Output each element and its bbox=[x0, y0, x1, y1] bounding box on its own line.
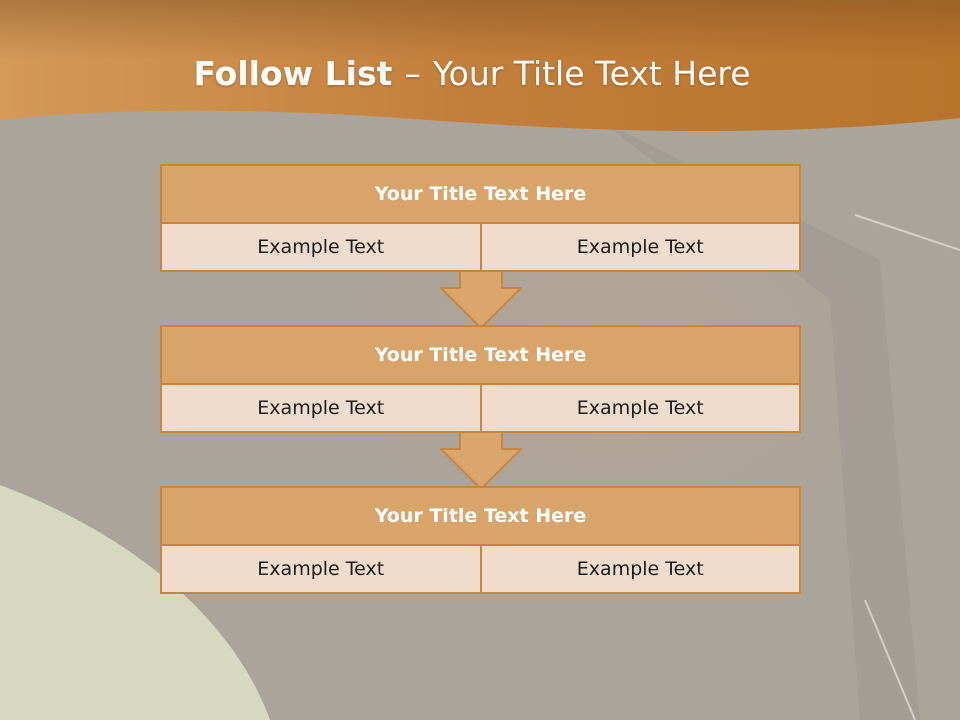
block-title: Your Title Text Here bbox=[162, 327, 799, 385]
block-row: Example Text Example Text bbox=[162, 385, 799, 431]
block-cell: Example Text bbox=[479, 546, 800, 592]
block-row: Example Text Example Text bbox=[162, 224, 799, 270]
block-cell: Example Text bbox=[257, 236, 385, 258]
down-arrow-icon bbox=[440, 431, 522, 490]
list-block: Your Title Text Here Example Text Exampl… bbox=[160, 486, 801, 594]
corner-accent-shape bbox=[0, 485, 270, 720]
slide-title-separator: – bbox=[404, 54, 421, 93]
block-cell: Example Text bbox=[257, 558, 385, 580]
list-block: Your Title Text Here Example Text Exampl… bbox=[160, 164, 801, 272]
down-arrow-icon bbox=[440, 270, 522, 329]
background-streak bbox=[854, 214, 960, 251]
block-title: Your Title Text Here bbox=[162, 166, 799, 224]
header-band-shade bbox=[0, 0, 960, 60]
slide-title-bold: Follow List bbox=[193, 54, 393, 93]
block-row: Example Text Example Text bbox=[162, 546, 799, 592]
slide-title-text: Your Title Text Here bbox=[432, 54, 751, 93]
background-shape bbox=[600, 120, 920, 720]
background-streak bbox=[864, 599, 916, 720]
block-cell: Example Text bbox=[479, 385, 800, 431]
block-title: Your Title Text Here bbox=[162, 488, 799, 546]
slide-title: Follow List–Your Title Text Here bbox=[0, 54, 944, 93]
list-block: Your Title Text Here Example Text Exampl… bbox=[160, 325, 801, 433]
block-cell: Example Text bbox=[479, 224, 800, 270]
block-cell: Example Text bbox=[257, 397, 385, 419]
